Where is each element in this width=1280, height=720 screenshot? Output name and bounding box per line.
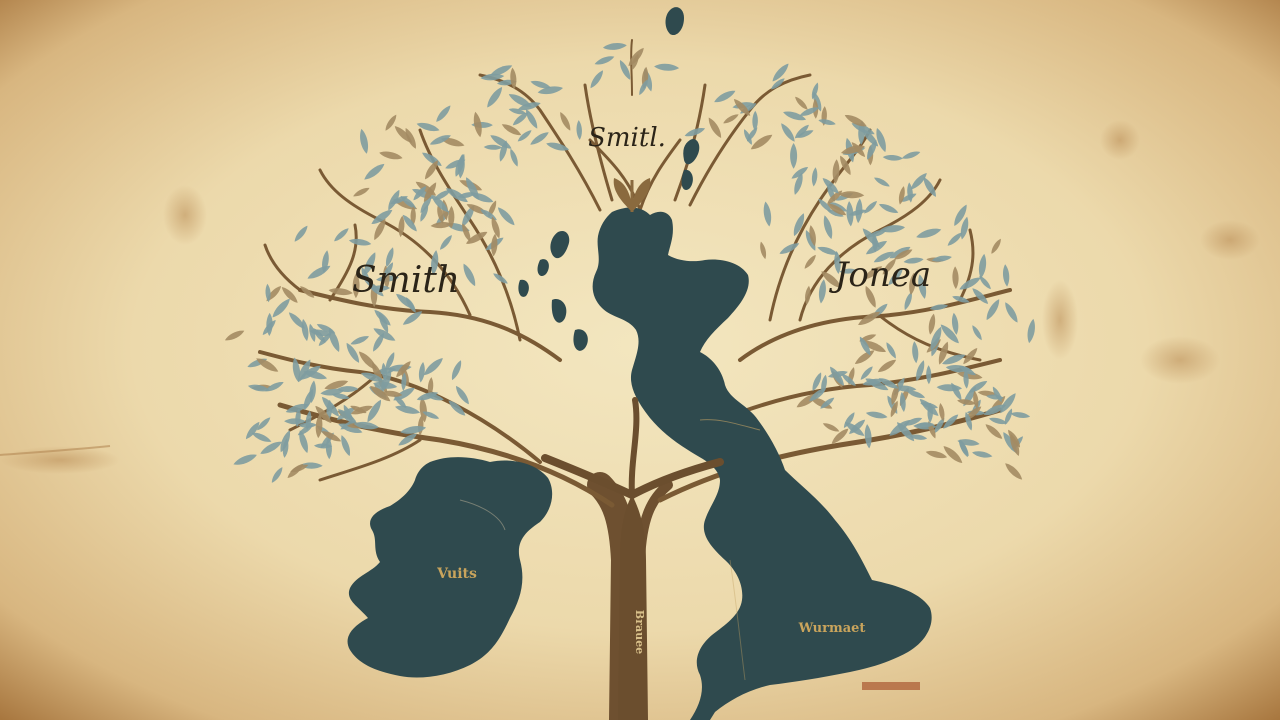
great-britain-map-shape [592,207,932,720]
england-south-mark [862,682,920,690]
ireland-region-label: Vuits [436,566,477,582]
surname-label-top: Smitl. [588,123,666,153]
scottish-islands [518,7,700,351]
parchment-crease [0,445,111,456]
tree-trunk-front [618,495,648,720]
trunk-vertical-label: Brauee [633,610,646,654]
england-region-label: Wurmaet [798,621,866,636]
surname-label-left: Smith [352,260,460,301]
top-sprout-icon [613,178,651,212]
ireland-map-shape [347,457,553,678]
surname-label-right: Jonea [829,255,931,295]
